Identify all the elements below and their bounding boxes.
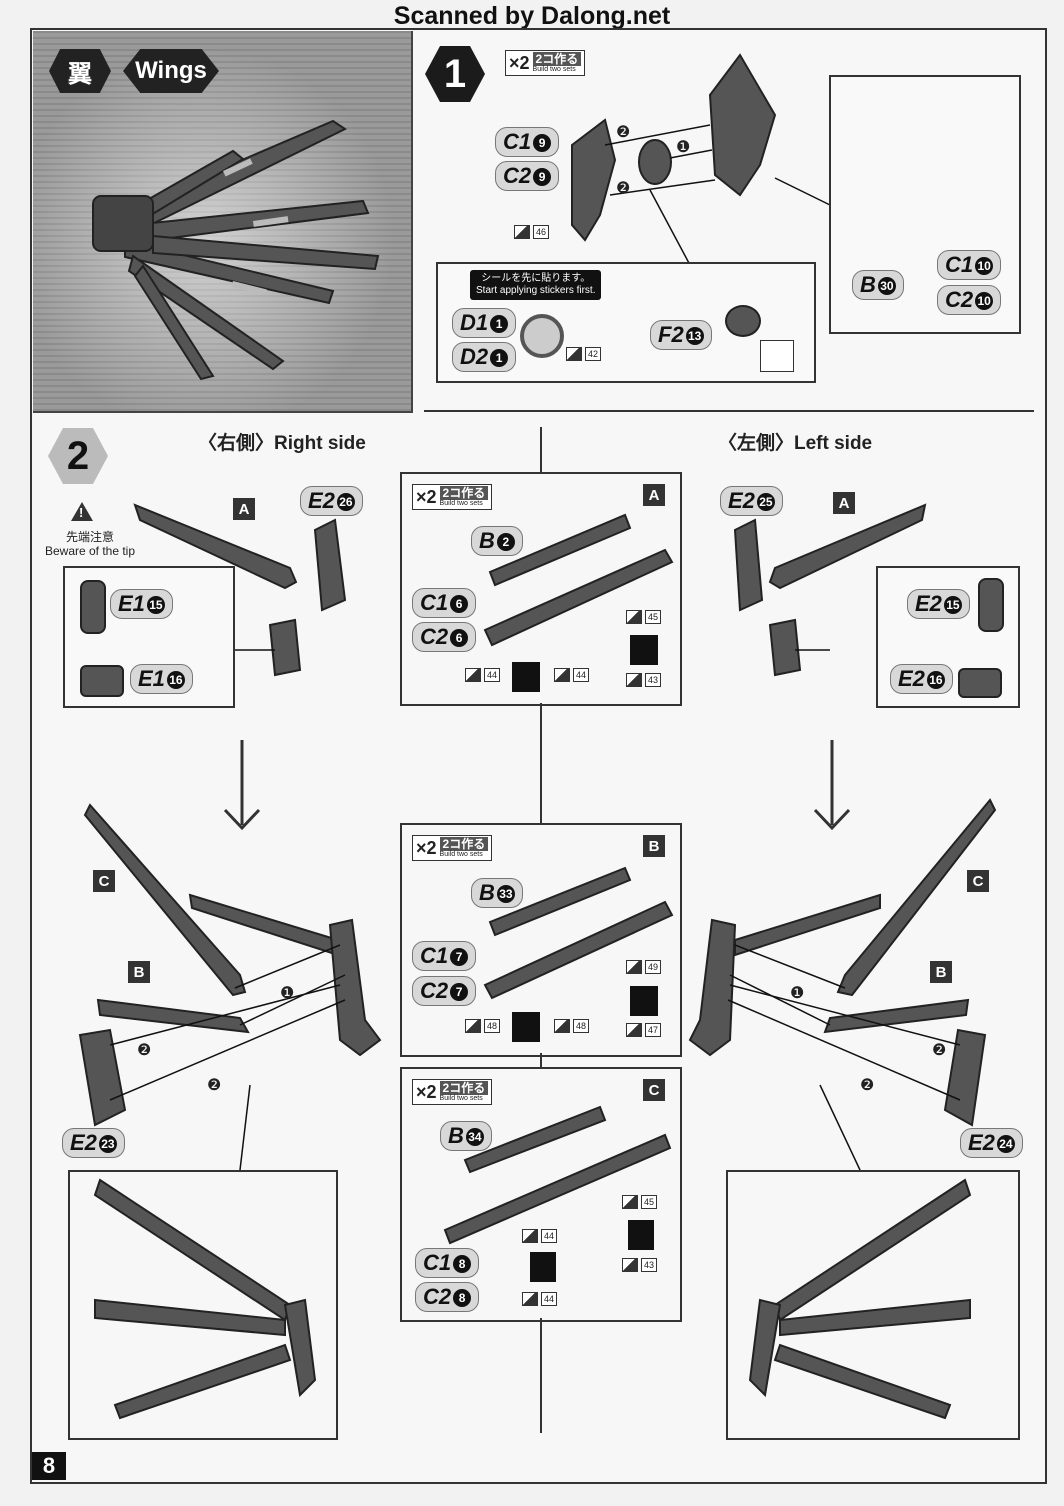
connector — [540, 427, 542, 472]
left-result-box — [726, 1170, 1020, 1440]
right-result-box — [68, 1170, 338, 1440]
sticker-ref: 45 — [622, 1195, 658, 1209]
sticker-ref: 43 — [622, 1258, 658, 1272]
mirror-icon — [628, 1220, 654, 1250]
subassembly-c-badge: C — [643, 1079, 665, 1101]
e1-16-part — [80, 665, 124, 697]
sticker-ref: 48 — [554, 1019, 590, 1033]
step1-arrow-label: ❷ — [616, 124, 631, 141]
sticker-ref: 43 — [626, 673, 662, 687]
mirror-icon — [630, 635, 658, 665]
connector — [540, 1053, 542, 1067]
step1-arrow-label: ❷ — [616, 180, 631, 197]
mirror-icon — [630, 986, 658, 1016]
sticker-ref: 44 — [522, 1229, 558, 1243]
wing-illustration — [92, 119, 380, 381]
step2-arrow-label: ❶ — [280, 985, 295, 1002]
divider — [424, 410, 1034, 412]
label-a: A — [833, 492, 855, 514]
label-b: B — [930, 961, 952, 983]
page-number: 8 — [32, 1452, 66, 1480]
sticker-note: シールを先に貼ります。Start applying stickers first… — [470, 270, 602, 300]
step2-arrow-label: ❷ — [137, 1042, 152, 1059]
step2-arrow-label: ❷ — [860, 1077, 875, 1094]
subassembly-a-badge: A — [643, 484, 665, 506]
step1-arrow-label: ❶ — [676, 139, 691, 156]
scan-credit: Scanned by Dalong.net — [393, 2, 671, 30]
nipper-icon — [760, 340, 794, 372]
label-c: C — [93, 870, 115, 892]
section-title-en: Wings — [123, 49, 219, 93]
sticker-ref: 49 — [626, 960, 662, 974]
e2-15-part — [978, 578, 1004, 632]
mirror-icon — [512, 1012, 540, 1042]
subassembly-a-box — [400, 472, 682, 706]
sticker-ref: 44 — [465, 668, 501, 682]
step2-arrow-label: ❶ — [790, 985, 805, 1002]
sticker-ref: 42 — [566, 347, 602, 361]
sticker-part-drawing — [520, 314, 564, 358]
sticker-ref: 47 — [626, 1023, 662, 1037]
subassembly-b-badge: B — [643, 835, 665, 857]
subassembly-b-box — [400, 823, 682, 1057]
warning-icon — [71, 502, 93, 521]
section-title-jp: 翼 — [49, 49, 111, 93]
sticker-ref: 44 — [554, 668, 590, 682]
right-side-title: 〈右側〉Right side — [198, 433, 366, 454]
sticker-ref: 48 — [465, 1019, 501, 1033]
mirror-icon — [530, 1252, 556, 1282]
wings-hero-image: 翼 Wings — [33, 31, 413, 413]
sticker-ref: 46 — [514, 225, 550, 239]
sticker-ref: 45 — [626, 610, 662, 624]
step2-number: 2 — [48, 428, 108, 484]
mirror-icon — [512, 662, 540, 692]
step2-arrow-label: ❷ — [932, 1042, 947, 1059]
subassembly-c-box — [400, 1067, 682, 1322]
connector — [540, 703, 542, 823]
connector — [540, 1318, 542, 1433]
step2-arrow-label: ❷ — [207, 1077, 222, 1094]
label-c: C — [967, 870, 989, 892]
e2-16-part — [958, 668, 1002, 698]
e1-15-part — [80, 580, 106, 634]
label-a: A — [233, 498, 255, 520]
left-side-title: 〈左側〉Left side — [718, 433, 873, 454]
sticker-ref: 44 — [522, 1292, 558, 1306]
label-b: B — [128, 961, 150, 983]
f2-part-drawing — [725, 305, 761, 337]
